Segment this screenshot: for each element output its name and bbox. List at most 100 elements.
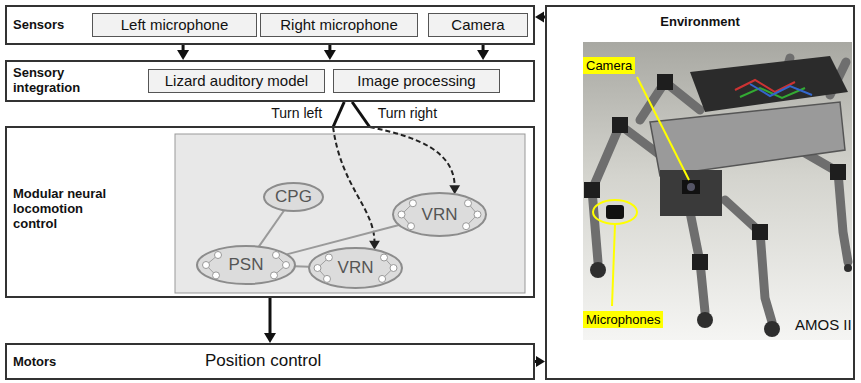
connector [333,102,380,250]
neuron-symbol [325,254,332,261]
neuron-symbol [203,262,210,269]
connector-line [333,102,344,127]
node-label: Right microphone [280,16,398,34]
servo [584,182,600,198]
robot-wheel [590,262,606,278]
robot-wire [740,88,805,98]
node-label: Image processing [357,72,475,90]
arrow-head [264,333,276,343]
robot-photo [583,42,852,340]
connector [295,266,309,267]
arrow-head [536,356,545,367]
microphone-leader-line [612,224,615,306]
servo [830,164,846,180]
neuron-symbol [409,200,416,207]
section-band: Sensory integration Lizard auditory model… [5,60,535,102]
microphone-symbol [606,205,624,219]
process-box: Camera [428,13,528,37]
photo-background [583,42,852,340]
neuron-symbol [465,200,472,207]
connector [535,356,545,367]
section-label: Environment [547,14,853,29]
module-ellipse [393,193,486,236]
robot-name: AMOS II [795,316,852,334]
process-box: Lizard auditory model [148,69,325,93]
connector-line [269,298,272,335]
neural-module-ellipse: VRN [308,247,403,289]
edge-label: Turn left [269,105,324,121]
network-panel [175,134,525,293]
body-text: Position control [205,351,321,371]
connector [352,102,460,194]
node-label: CPG [275,187,312,207]
neural-module-ellipse: CPG [263,182,324,212]
connector [324,45,336,60]
connector [264,298,276,343]
section-label: Sensory integration [13,65,101,95]
neuron-symbol [314,265,321,272]
arrow-head [535,12,544,23]
neuron-symbol [390,265,397,272]
robot-wheel [844,264,852,272]
camera-leader-line [637,77,689,180]
connector [477,45,489,60]
neuron-symbol [213,272,220,279]
connector-line [352,102,369,127]
dashed-connector [333,127,374,243]
camera-lens [687,183,695,191]
section-band: MotorsPosition control [5,343,535,380]
neuron-symbol [324,275,331,282]
arrow-head [324,50,336,60]
robot-head [660,170,722,216]
connector-line [259,210,284,246]
neuron-symbol [283,262,290,269]
dashed-connector [370,127,455,187]
connector-line [295,265,309,267]
node-label: PSN [229,255,264,275]
servo [692,254,708,270]
neuron-symbol [474,211,481,218]
robot-wheel [697,312,713,328]
neuron-symbol [398,211,405,218]
neuron-symbol [379,275,386,282]
node-label: Lizard auditory model [165,72,308,90]
neuron-symbol [215,252,222,259]
microphone-highlight [593,200,637,224]
connector [259,210,284,246]
neuron-symbol [271,272,278,279]
servo [657,74,673,90]
robot-wire [750,84,812,96]
process-box: Right microphone [260,13,418,37]
callout-label: Microphones [583,311,663,328]
robot-leg [725,200,772,322]
section-label: Modular neural locomotion control [13,186,118,231]
section-label: Sensors [13,17,93,32]
neuron-symbol [408,223,415,230]
connector [535,12,545,23]
edge-label: Turn right [376,105,439,121]
robot-body [650,102,845,176]
servo [752,224,768,240]
section-band: Modular neural locomotion control CPG VRN P… [5,126,535,298]
callout-label: Camera [583,57,635,74]
connector [177,45,189,60]
module-ellipse [264,183,323,211]
section-band: Sensors Left microphone Right microphone Ca… [5,5,535,45]
neuron-symbol [273,252,280,259]
node-label: VRN [338,258,374,278]
camera-module [682,180,700,194]
module-ellipse [197,246,295,284]
robot-servos [584,74,846,270]
servo [612,117,628,133]
node-label: Left microphone [121,16,229,34]
module-ellipse [309,248,402,288]
process-box: Image processing [333,69,500,93]
robot-leg [592,125,660,262]
robot-leg [800,150,848,262]
neuron-symbol [381,254,388,261]
neural-module-ellipse: VRN [392,192,487,237]
robot-wheel [764,321,780,337]
